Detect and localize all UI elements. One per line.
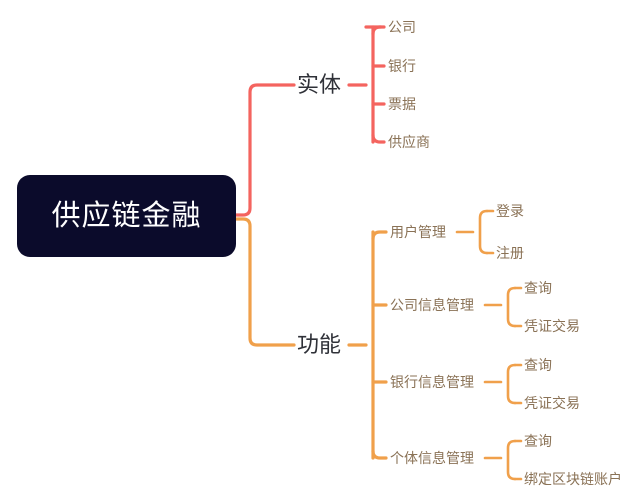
node-individual-info-management-label: 个体信息管理: [390, 450, 474, 466]
node-bank-query[interactable]: 查询: [524, 358, 552, 372]
node-bind-blockchain-account[interactable]: 绑定区块链账户: [524, 472, 622, 486]
edge-company-info-bracket: [506, 286, 517, 328]
edge-root-to-entity: [234, 83, 296, 217]
node-function-label: 功能: [297, 332, 342, 357]
node-company-query[interactable]: 查询: [524, 281, 552, 295]
node-bank-info-management-label: 银行信息管理: [390, 374, 474, 390]
node-entity-bill[interactable]: 票据: [388, 97, 416, 111]
node-company-info-management-label: 公司信息管理: [390, 297, 474, 313]
node-entity-bill-label: 票据: [388, 96, 416, 112]
node-entity-supplier-label: 供应商: [388, 134, 430, 150]
node-login[interactable]: 登录: [496, 204, 524, 218]
node-user-management[interactable]: 用户管理: [390, 225, 446, 239]
edge-function-child-3-curve: [371, 449, 388, 460]
node-entity-bank[interactable]: 银行: [388, 59, 416, 73]
node-bank-info-management[interactable]: 银行信息管理: [390, 375, 474, 389]
edge-root-to-function: [234, 217, 296, 347]
node-individual-query[interactable]: 查询: [524, 434, 552, 448]
node-login-label: 登录: [496, 203, 524, 219]
root-node-label: 供应链金融: [51, 199, 202, 232]
edge-entity-child-0-curve: [371, 25, 386, 36]
node-company-voucher-transaction[interactable]: 凭证交易: [524, 319, 580, 333]
edge-user-mgmt-bracket: [478, 209, 489, 255]
edge-entity-child-3-curve: [371, 133, 386, 144]
node-entity-supplier[interactable]: 供应商: [388, 135, 430, 149]
node-bank-voucher-transaction[interactable]: 凭证交易: [524, 396, 580, 410]
node-company-voucher-transaction-label: 凭证交易: [524, 318, 580, 334]
node-company-query-label: 查询: [524, 280, 552, 296]
node-entity-bank-label: 银行: [388, 58, 416, 74]
node-register[interactable]: 注册: [496, 246, 524, 260]
node-user-management-label: 用户管理: [390, 224, 446, 240]
edge-function-child-0-curve: [371, 230, 388, 241]
node-entity-company-label: 公司: [388, 19, 416, 35]
root-node[interactable]: 供应链金融: [17, 175, 236, 257]
node-individual-info-management[interactable]: 个体信息管理: [390, 451, 474, 465]
node-bind-blockchain-account-label: 绑定区块链账户: [524, 471, 622, 487]
node-entity[interactable]: 实体: [297, 74, 341, 96]
node-bank-query-label: 查询: [524, 357, 552, 373]
node-function[interactable]: 功能: [297, 334, 341, 356]
edge-bank-info-bracket: [506, 363, 517, 405]
node-individual-query-label: 查询: [524, 433, 552, 449]
node-entity-label: 实体: [297, 72, 342, 97]
node-bank-voucher-transaction-label: 凭证交易: [524, 395, 580, 411]
node-entity-company[interactable]: 公司: [388, 20, 416, 34]
edge-individual-info-bracket: [506, 439, 517, 481]
node-register-label: 注册: [496, 245, 524, 261]
node-company-info-management[interactable]: 公司信息管理: [390, 298, 474, 312]
